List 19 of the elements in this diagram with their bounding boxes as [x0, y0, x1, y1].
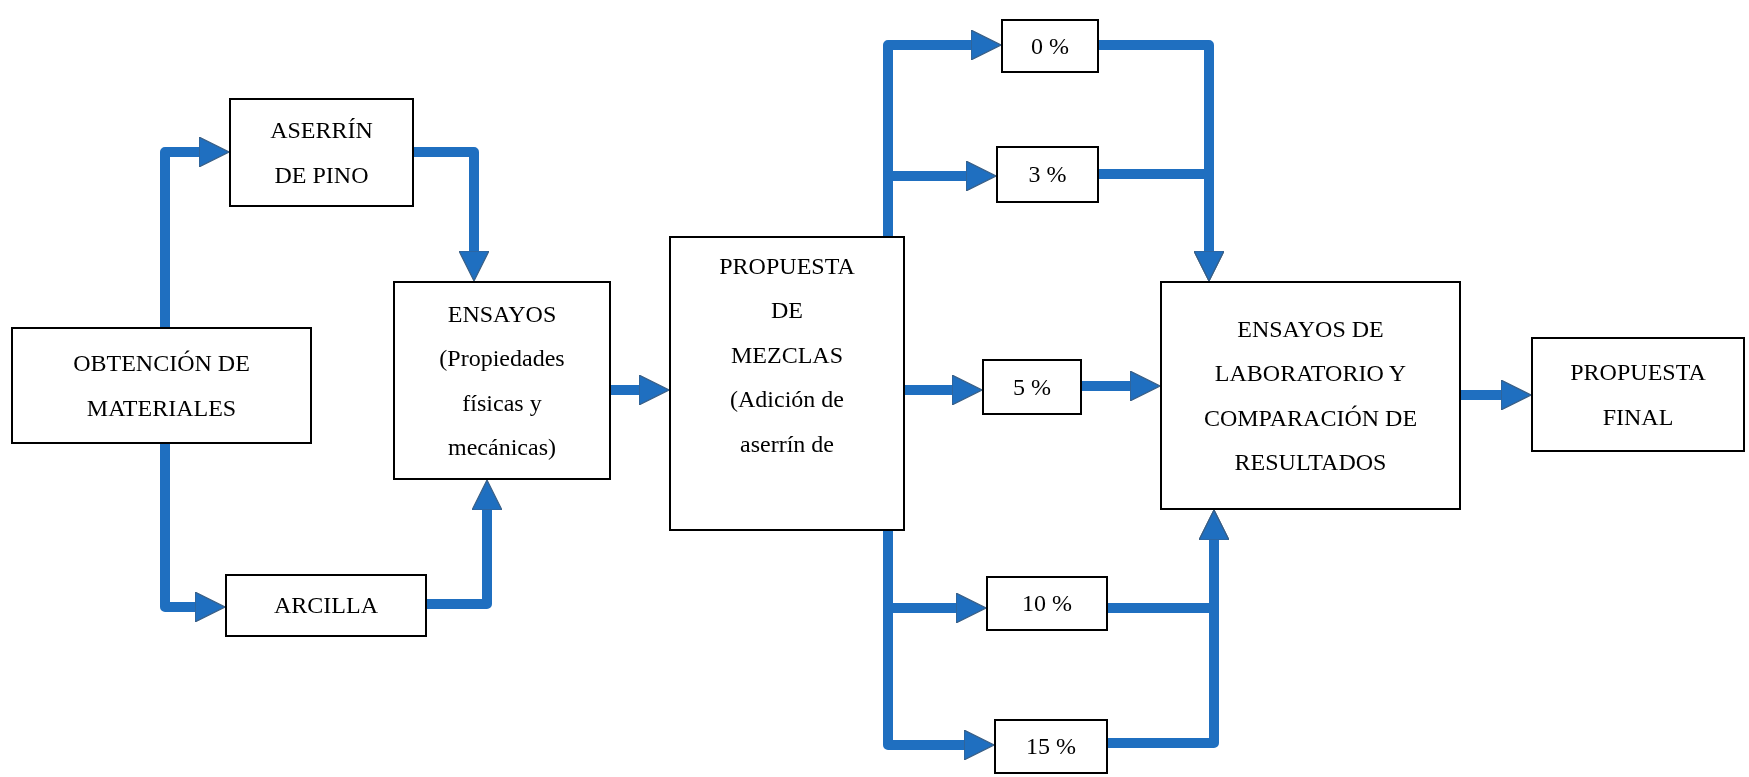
arrow: [1099, 169, 1225, 282]
process-box: 5 %: [982, 359, 1082, 415]
process-box: 15 %: [994, 719, 1108, 774]
arrow: [160, 136, 230, 327]
process-box: 0 %: [1001, 19, 1099, 73]
process-box: PROPUESTA DE MEZCLAS (Adición de aserrín de: [669, 236, 905, 531]
process-box: ENSAYOS (Propiedades físicas y mecánicas): [393, 281, 611, 480]
process-box: ARCILLA: [225, 574, 427, 637]
arrow: [905, 374, 983, 406]
arrow: [414, 147, 490, 282]
process-box: ASERRÍN DE PINO: [229, 98, 414, 207]
process-box: 3 %: [996, 146, 1099, 203]
process-box: ENSAYOS DE LABORATORIO Y COMPARACIÓN DE RESULTADOS: [1160, 281, 1461, 510]
arrow: [427, 479, 503, 609]
arrow: [160, 444, 226, 623]
process-box: PROPUESTA FINAL: [1531, 337, 1745, 452]
process-box: 10 %: [986, 576, 1108, 631]
process-box: OBTENCIÓN DE MATERIALES: [11, 327, 312, 444]
arrow: [1108, 509, 1230, 748]
